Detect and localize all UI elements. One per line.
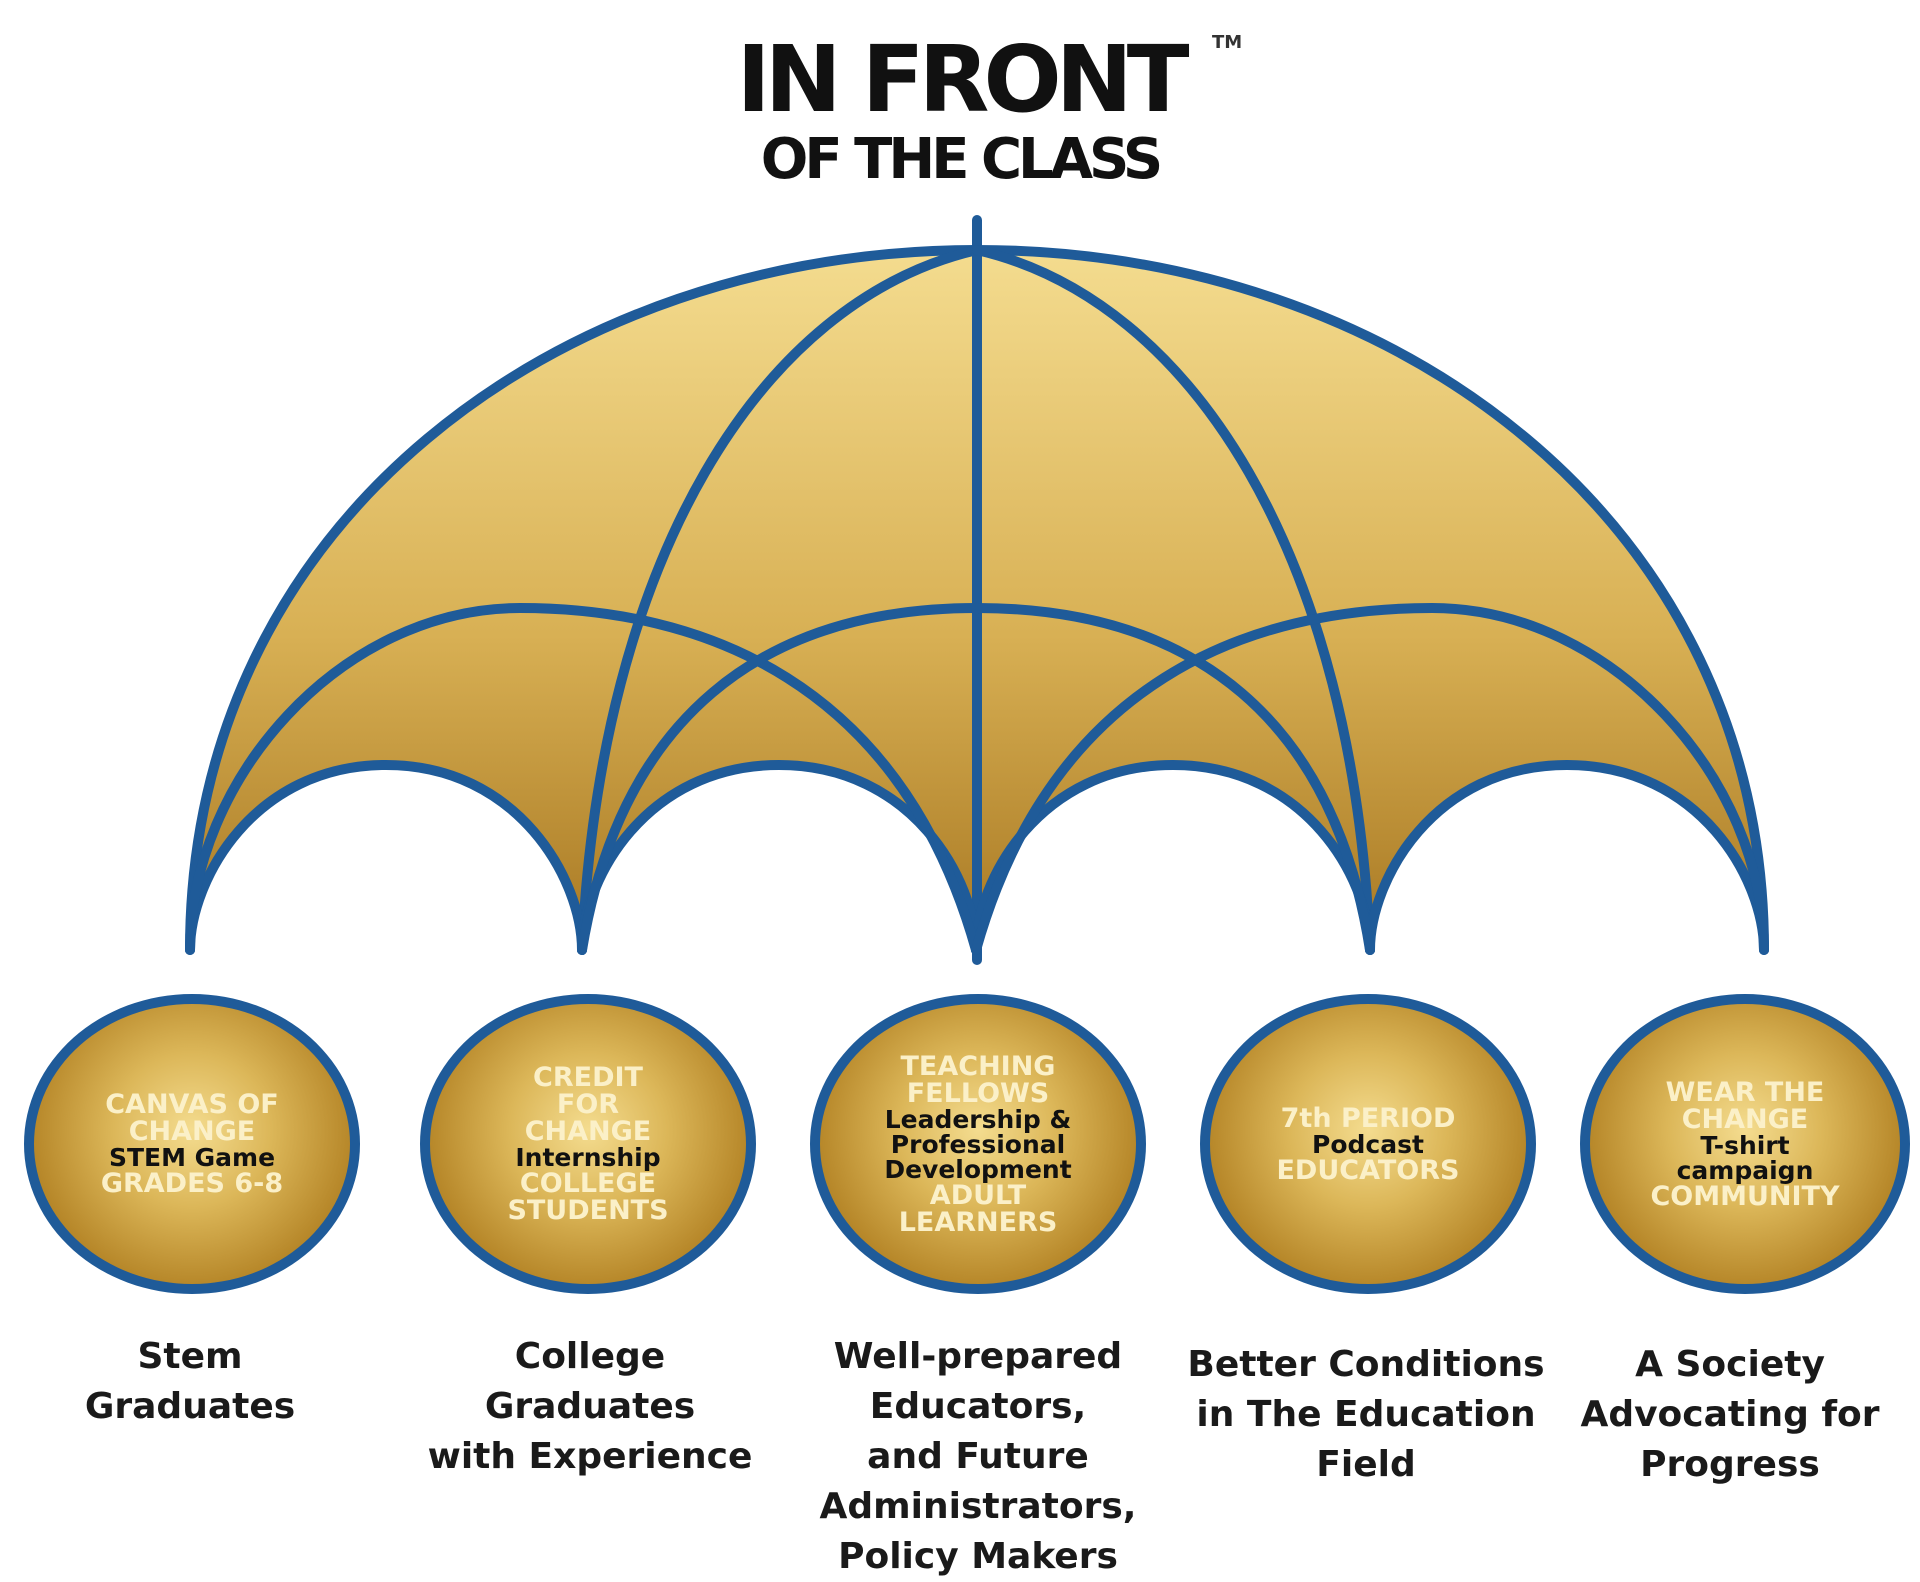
- outcome-better-conditions: Better Conditions in The Education Field: [1176, 1340, 1556, 1490]
- outcome-stem-graduates: Stem Graduates: [0, 1332, 380, 1432]
- cross-arc-2: [577, 602, 1375, 955]
- program-title-line: CHANGE: [524, 1116, 652, 1147]
- logo-title-line2: OF THE CLASS: [760, 127, 1163, 192]
- outcome-well-prepared-educators: Well-prepared Educators, and Future Admi…: [788, 1332, 1168, 1582]
- program-circle-canvas-of-change[interactable]: CANVAS OF CHANGE STEM Game GRADES 6-8: [24, 994, 360, 1294]
- cross-arc-1: [185, 602, 981, 955]
- outcome-line: Field: [1316, 1444, 1416, 1485]
- program-title-line: CANVAS OF: [105, 1089, 279, 1120]
- scallop-1: [185, 759, 587, 955]
- outcome-line: Administrators,: [819, 1486, 1137, 1527]
- outcome-line: Advocating for: [1580, 1394, 1880, 1435]
- program-circle-7th-period[interactable]: 7th PERIOD Podcast EDUCATORS: [1200, 994, 1536, 1294]
- dome-meridian-left: [577, 245, 982, 955]
- scallop-4: [1365, 759, 1769, 955]
- program-description-line: Development: [884, 1154, 1072, 1184]
- program-audience-line: ADULT: [929, 1179, 1027, 1211]
- cross-arc-3: [971, 602, 1769, 955]
- program-circle-wear-the-change[interactable]: WEAR THE CHANGE T-shirt campaign COMMUNI…: [1580, 994, 1910, 1294]
- outcome-line: Progress: [1640, 1444, 1820, 1485]
- outcome-line: in The Education: [1196, 1394, 1536, 1435]
- outcome-college-graduates: College Graduates with Experience: [400, 1332, 780, 1482]
- outcome-line: with Experience: [427, 1436, 753, 1477]
- program-title-line: CHANGE: [1681, 1103, 1809, 1135]
- program-description-line: Leadership &: [884, 1104, 1072, 1134]
- program-audience-line: COLLEGE: [519, 1168, 657, 1199]
- dome-meridian-right: [972, 245, 1375, 955]
- outcome-line: Graduates: [84, 1386, 296, 1427]
- program-title-line: FELLOWS: [906, 1077, 1050, 1109]
- outcome-line: Well-prepared: [833, 1336, 1123, 1377]
- outcome-line: Graduates: [484, 1386, 696, 1427]
- program-description-line: Podcast: [1312, 1129, 1424, 1159]
- program-audience-line: GRADES 6-8: [100, 1168, 284, 1199]
- program-title-line: TEACHING: [900, 1050, 1056, 1082]
- logo: IN FRONT TM OF THE CLASS: [600, 30, 1320, 190]
- outcome-line: Stem: [137, 1336, 243, 1377]
- program-circle-credit-for-change[interactable]: CREDIT FOR CHANGE Internship COLLEGE STU…: [420, 994, 756, 1294]
- program-title-line: FOR: [556, 1089, 620, 1120]
- outcome-society-advocating: A Society Advocating for Progress: [1540, 1340, 1920, 1490]
- program-description-line: Internship: [515, 1143, 661, 1172]
- program-title-line: 7th PERIOD: [1280, 1102, 1456, 1134]
- outcome-line: Educators,: [869, 1386, 1087, 1427]
- outcome-line: Better Conditions: [1187, 1344, 1545, 1385]
- logo-title-line1: IN FRONT: [736, 26, 1190, 133]
- program-title-line: CREDIT: [533, 1062, 643, 1093]
- program-audience-line: STUDENTS: [507, 1195, 669, 1226]
- program-audience-line: EDUCATORS: [1276, 1154, 1460, 1186]
- program-circle-teaching-fellows[interactable]: TEACHING FELLOWS Leadership & Profession…: [810, 994, 1146, 1294]
- program-audience-line: COMMUNITY: [1650, 1180, 1840, 1212]
- outcome-line: and Future: [867, 1436, 1089, 1477]
- program-description-line: Professional: [890, 1129, 1066, 1159]
- program-description-line: T-shirt: [1700, 1130, 1790, 1160]
- outcome-line: College: [514, 1336, 666, 1377]
- program-audience-line: LEARNERS: [898, 1206, 1058, 1238]
- program-title-line: CHANGE: [128, 1116, 256, 1147]
- trademark-mark: TM: [1212, 32, 1243, 53]
- outcome-line: Policy Makers: [838, 1536, 1118, 1577]
- program-title-line: WEAR THE: [1665, 1076, 1825, 1108]
- program-description-line: campaign: [1676, 1155, 1814, 1185]
- program-description-line: STEM Game: [108, 1143, 276, 1172]
- outcome-line: A Society: [1635, 1344, 1825, 1385]
